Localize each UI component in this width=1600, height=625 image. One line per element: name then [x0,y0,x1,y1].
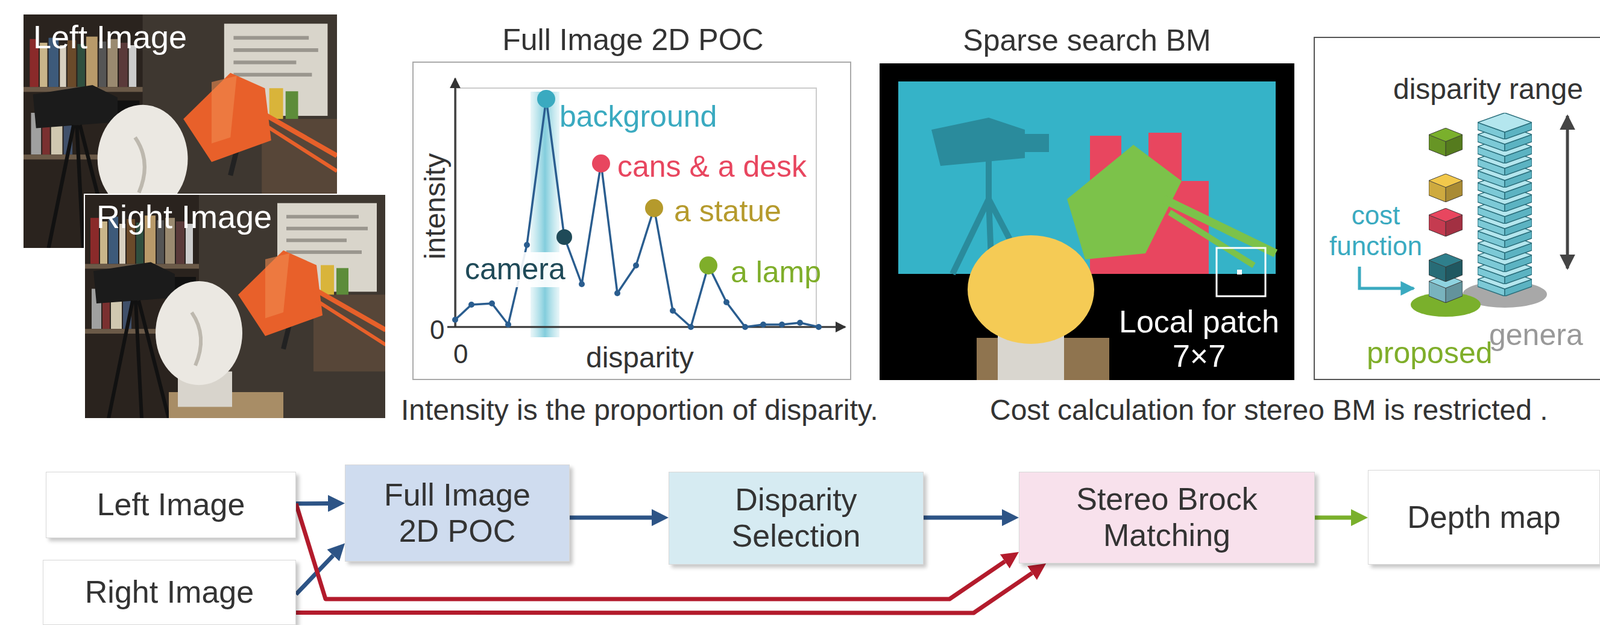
flow-arrow [569,514,652,520]
poc-chart-part [452,241,822,330]
panel-text: Right Image [96,197,272,236]
poc-chart [447,78,846,338]
box-label: Depth map [1407,499,1561,536]
panel-text: cans & a desk [617,149,807,185]
cost-volume-figure-part [1428,127,1463,157]
caption: Cost calculation for stereo BM is restri… [989,393,1549,427]
cost-volume-figure-part [1428,173,1463,202]
segmented-scene-part [898,81,1276,274]
panel-text: 0 [429,314,445,346]
box-label: Left Image [97,486,246,523]
segmented-scene-part [1024,133,1049,152]
flow-arrow [923,514,1002,520]
flow-arrow [296,572,1033,613]
box-label: Right Image [85,573,254,611]
segmented-scene-part [931,117,1025,166]
poc-chart-part [454,78,457,327]
poc-chart-part-part [760,321,767,328]
poc-chart-part-part [578,280,585,287]
poc-chart-part [699,256,718,275]
panel-text: Sparse search BM [879,23,1295,59]
segmented-scene-part [1237,269,1242,275]
chart-panel: Full Image 2D POCintensity00disparitybac… [412,61,852,380]
panel-text: Local patch 7×7 [1108,304,1290,374]
poc-chart-part-part [723,299,730,306]
segmented-scene [879,63,1295,380]
cost-volume-figure-part [1477,112,1532,140]
cost-volume-figure-part [1566,115,1570,269]
poc-chart-part-part [669,307,676,314]
cost-volume-figure-part [1428,253,1463,282]
image-panel: Sparse search BMLocal patch 7×7 [879,63,1295,380]
poc-chart-part-part [633,262,640,269]
poc-chart-part-part [687,323,694,330]
photo-panel: Right Image [84,194,386,419]
poc-chart-part [645,198,664,218]
comparison-panel: disparity range cost function generapropos… [1313,36,1600,380]
process-box: Stereo Brock Matching [1018,471,1315,564]
input-box: Right Image [42,559,297,625]
segmented-scene-part [1216,247,1266,297]
poc-chart-part-part [488,300,495,307]
poc-chart-part-part [796,319,804,326]
panel-text: background [559,99,717,135]
poc-chart-part [530,91,560,338]
panel-text: camera [462,251,568,287]
box-label: Disparity Selection [718,481,875,555]
panel-text: Full Image 2D POC [413,22,853,58]
panel-text: genera [1489,317,1584,353]
panel-text: a statue [674,194,782,230]
box-label: Stereo Brock Matching [1064,481,1270,554]
panel-text: disparity range [1393,72,1584,106]
panel-text: a lamp [730,255,822,290]
flow-arrow [296,500,328,506]
caption: Intensity is the proportion of disparity… [400,393,879,427]
poc-chart-part [592,154,611,173]
poc-chart-part [537,89,556,108]
process-box: Disparity Selection [668,471,924,565]
poc-chart-part-part [614,289,621,297]
panel-text: cost function [1315,200,1437,262]
output-box: Depth map [1367,469,1600,565]
poc-chart-part [455,98,819,327]
poc-chart-part-part [742,323,749,330]
input-box: Left Image [45,471,297,538]
box-label: Full Image 2D POC [382,476,533,550]
right-photo-part [84,194,386,419]
segmented-scene-part [1169,212,1254,266]
panel-text: intensity [418,153,452,260]
poc-chart-part-part [778,321,785,328]
panel-text: disparity [585,341,694,374]
segmented-scene-part [879,63,1295,380]
poc-chart-part-part [505,321,512,328]
cost-volume-figure-part [1428,207,1463,237]
poc-chart-part-part [815,323,822,330]
panel-text: Left Image [33,18,187,56]
poc-chart-part [556,229,573,245]
poc-chart-part-part [523,241,530,248]
panel-text: proposed [1366,335,1493,371]
poc-chart-part-part [468,301,475,308]
panel-text: 0 [453,338,468,370]
segmented-scene-part [967,235,1095,344]
flow-arrow [1314,515,1352,520]
poc-chart-part-part [452,316,459,323]
process-box: Full Image 2D POC [344,464,570,562]
right-photo-part [84,194,386,419]
cost-volume-figure-part [1359,266,1414,289]
right-photo [84,194,386,419]
poc-chart-part [456,88,817,327]
